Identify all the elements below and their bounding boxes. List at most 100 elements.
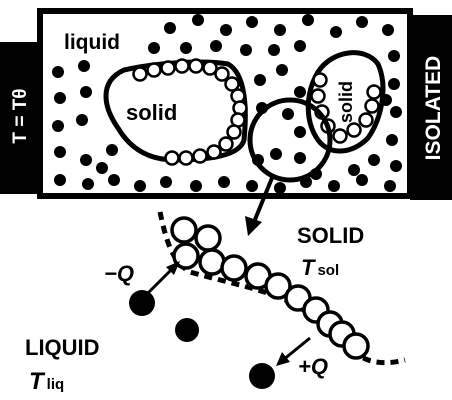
interface-bead (310, 88, 326, 104)
interface-bead (178, 150, 194, 166)
solid-atom (342, 332, 370, 360)
temperature-label: T = Tθ (10, 88, 31, 143)
liquid-particle (270, 148, 282, 160)
liquid-particle (328, 180, 340, 192)
liquid-particle (220, 24, 232, 36)
liquid-particle (52, 66, 64, 78)
interface-bead (192, 148, 208, 164)
liquid-particle (240, 44, 252, 56)
solid-atom (172, 242, 200, 270)
interface-bead (174, 58, 190, 74)
liquid-particle (106, 144, 118, 156)
interface-bead (346, 122, 362, 138)
liquid-particle (274, 24, 286, 36)
solid-label-right: solid (336, 81, 356, 123)
interface-bead (224, 76, 240, 92)
liquid-particle (386, 134, 398, 146)
liquid-particle (52, 120, 64, 132)
liquid-particle (54, 146, 66, 158)
liquid-particle (80, 154, 92, 166)
liquid-particle (388, 78, 400, 90)
liquid-particle (268, 44, 280, 56)
liquid-particle (218, 176, 230, 188)
interface-bead (160, 60, 176, 76)
interface-bead (358, 112, 374, 128)
liquid-particle (246, 16, 258, 28)
interface-bead (364, 98, 380, 114)
liquid-temperature-symbol: T (29, 368, 46, 395)
solid-atom (264, 272, 292, 300)
liquid-particle (54, 92, 66, 104)
liquid-particle (129, 290, 155, 316)
liquid-particle (192, 14, 204, 26)
solid-temperature-subscript: sol (317, 262, 339, 279)
liquid-phase-label: LIQUID (25, 335, 100, 360)
interface-bead (332, 128, 348, 144)
liquid-particle (175, 318, 199, 342)
right-side-band (410, 15, 452, 200)
magnifier-circle (247, 97, 333, 183)
liquid-particle (390, 160, 402, 172)
solid-atom (198, 248, 226, 276)
liquid-particle (282, 108, 294, 120)
liquid-particle (302, 14, 314, 26)
isolated-label: ISOLATED (422, 56, 445, 161)
plus-q-arrow (276, 336, 311, 366)
liquid-particle (294, 40, 306, 52)
liquid-particle (356, 16, 368, 28)
liquid-particle (134, 180, 146, 192)
liquid-particle (368, 154, 380, 166)
interface-bead (312, 72, 328, 88)
interface-bead (188, 58, 204, 74)
solid-atom (220, 254, 248, 282)
liquid-particle (249, 363, 275, 389)
liquid-particle (382, 24, 394, 36)
liquid-particle (164, 22, 176, 34)
interface-bead (206, 144, 222, 160)
liquid-particle (356, 174, 368, 186)
zoom-arrow (245, 177, 274, 236)
solid-atom (194, 224, 222, 252)
liquid-particle (276, 64, 288, 76)
interface-bead (164, 150, 180, 166)
interface-bead (202, 60, 218, 76)
plus-q-label: +Q (298, 354, 328, 379)
liquid-temperature-subscript: liq (47, 376, 65, 393)
liquid-particle (180, 42, 192, 54)
liquid-particle (390, 106, 402, 118)
solid-interface-atoms (170, 216, 370, 360)
liquid-particle (330, 26, 342, 38)
liquid-particle (294, 152, 306, 164)
liquid-particle (108, 174, 120, 186)
interface-bead (132, 66, 148, 82)
liquid-particle (210, 40, 222, 52)
liquid-particle (160, 176, 172, 188)
liquid-label: liquid (64, 31, 120, 54)
liquid-particle (294, 126, 306, 138)
liquid-particle (54, 174, 66, 186)
minus-q-arrow (146, 261, 180, 295)
liquid-particle (190, 180, 202, 192)
solid-label-left: solid (126, 100, 177, 125)
interface-bead (146, 62, 162, 78)
liquid-particle (76, 114, 88, 126)
minus-q-label: −Q (104, 261, 134, 286)
liquid-particle (294, 86, 306, 98)
liquid-particle (80, 86, 92, 98)
liquid-particle (78, 60, 90, 72)
solid-temperature-symbol: T (301, 255, 316, 280)
liquid-particle (246, 180, 258, 192)
interface-bead (218, 136, 234, 152)
liquid-particle (348, 164, 360, 176)
left-side-band (0, 42, 38, 194)
liquid-label-backing (58, 24, 144, 58)
interface-beads (132, 58, 382, 166)
interface-bead (366, 84, 382, 100)
liquid-particle (274, 182, 286, 194)
liquid-particle (82, 178, 94, 190)
interface-bead (226, 124, 242, 140)
interface-bead (214, 66, 230, 82)
